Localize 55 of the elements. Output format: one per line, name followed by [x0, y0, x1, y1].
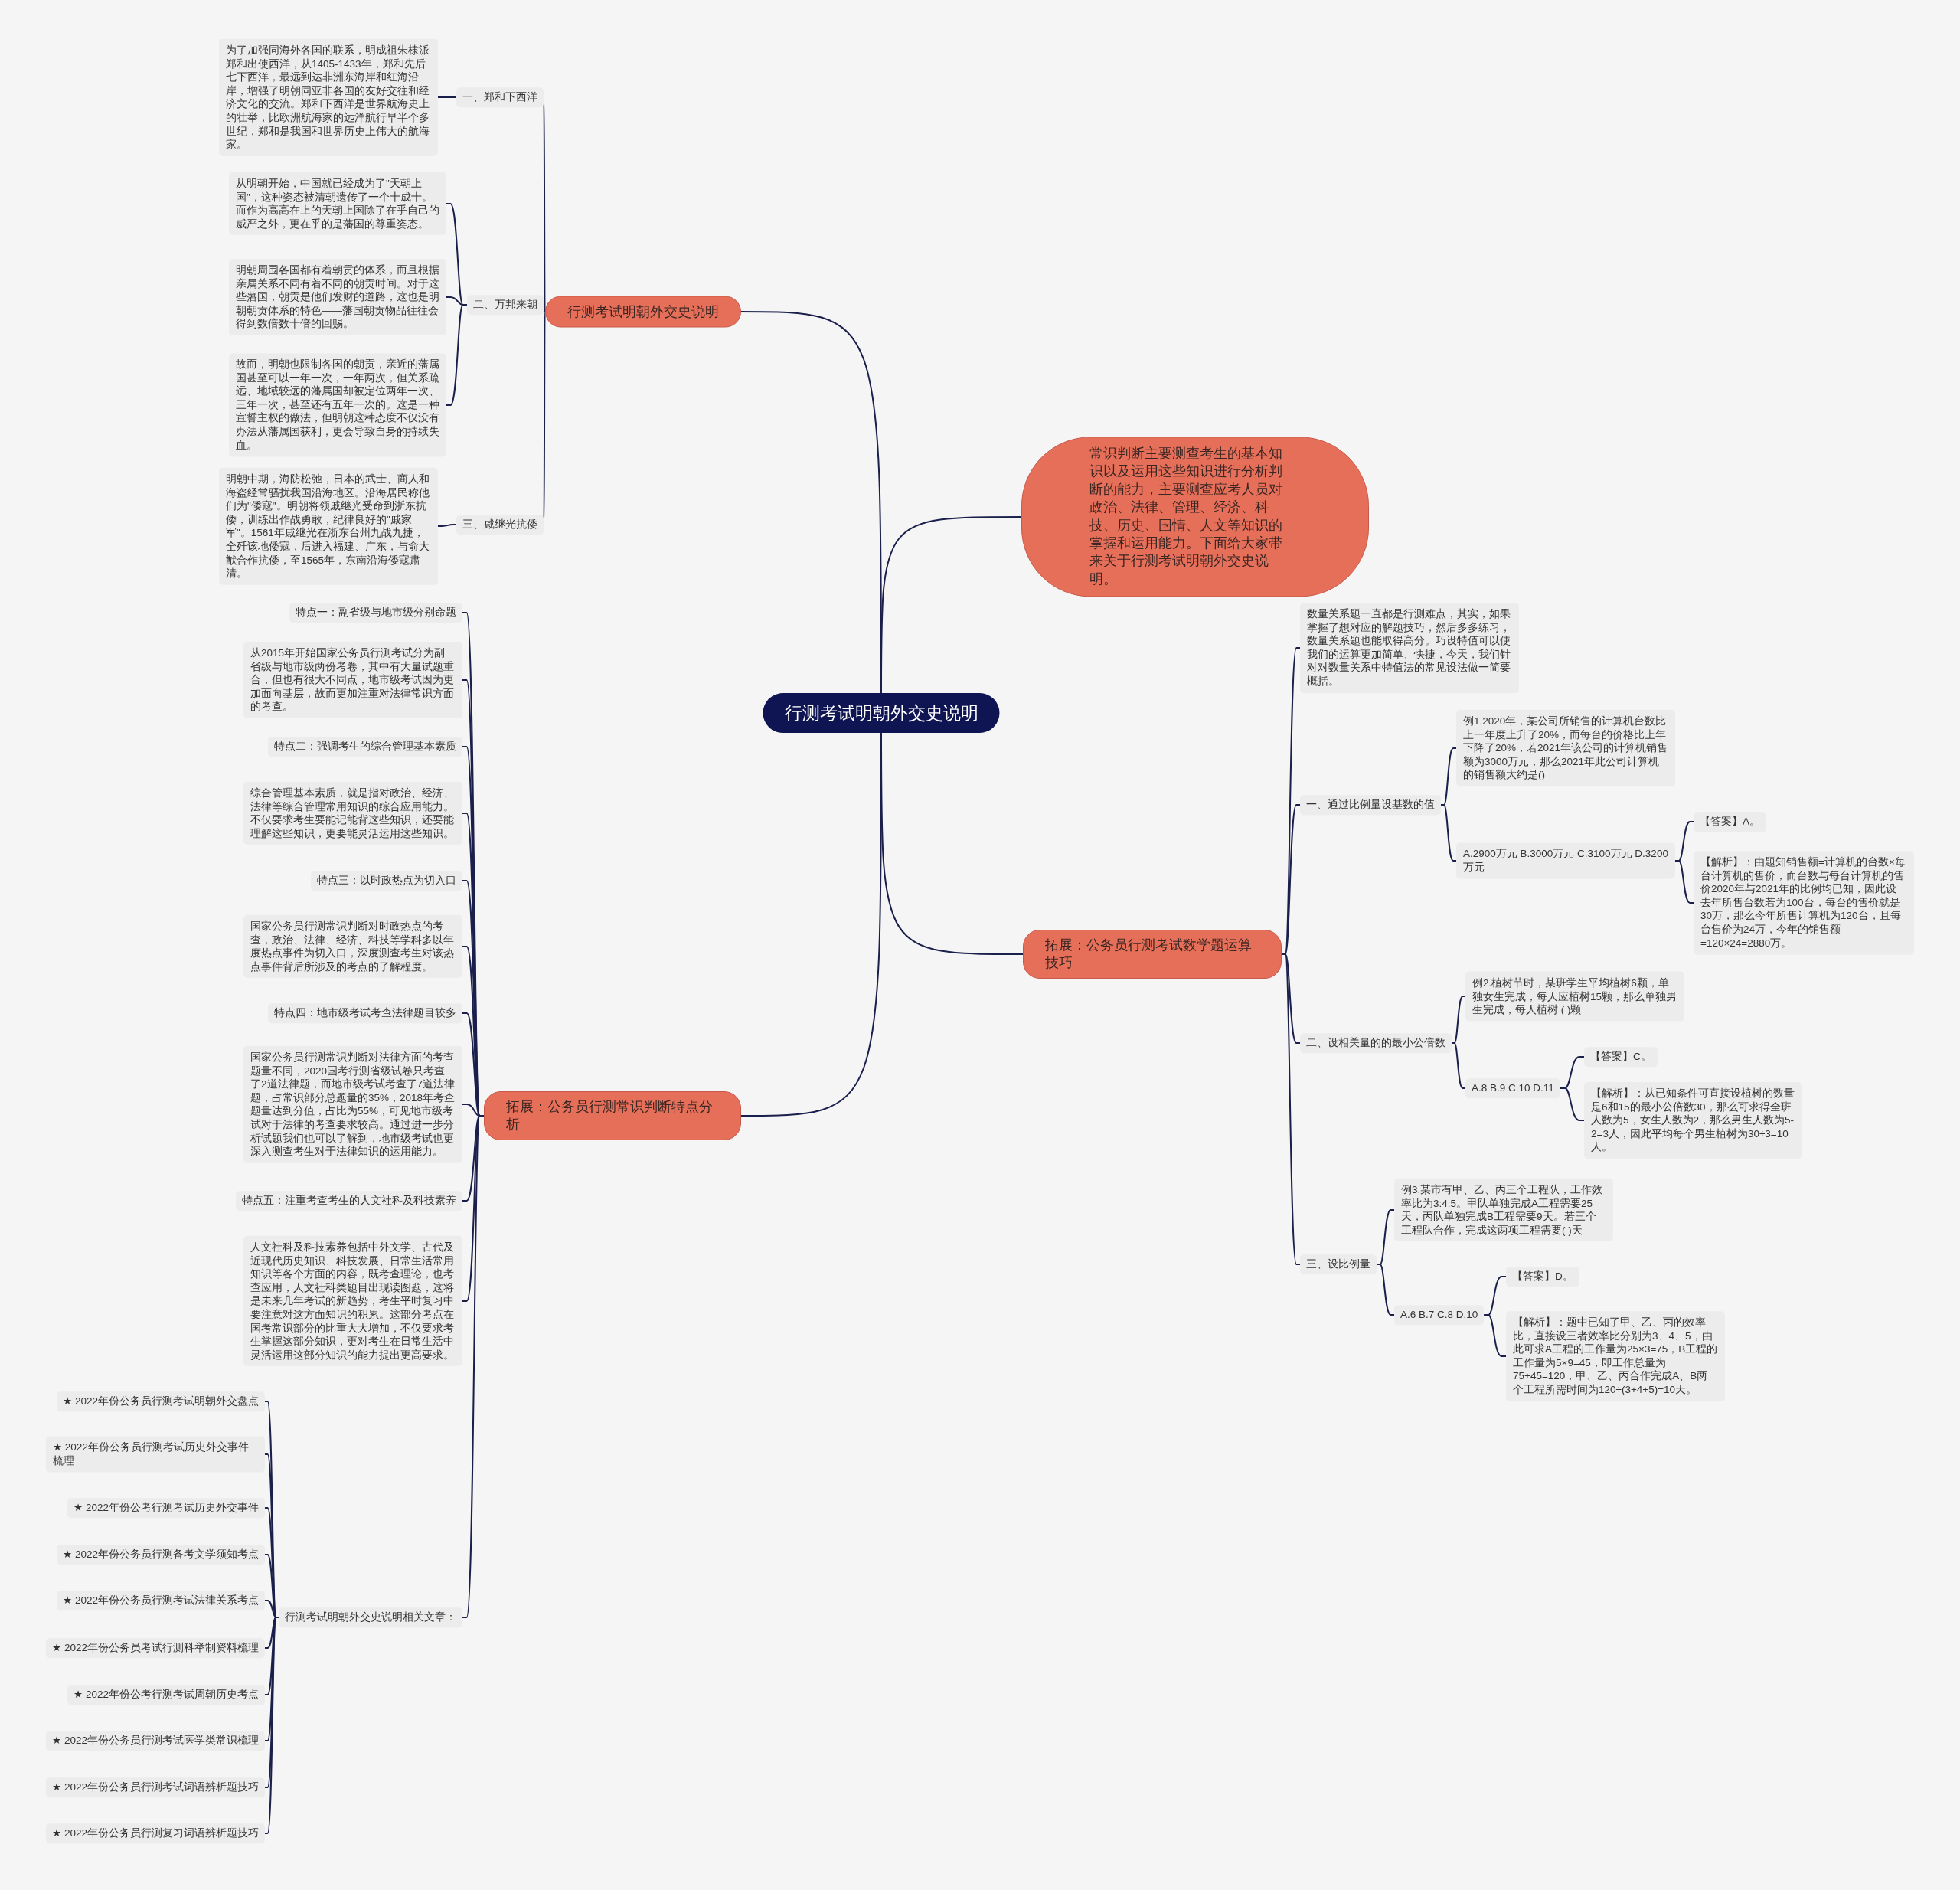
topic-label: ★ 2022年份公务员行测考试明朝外交盘点: [57, 1391, 265, 1411]
topic-label: 特点五：注重考查考生的人文社科及科技素养: [236, 1191, 462, 1211]
text-box: 国家公务员行测常识判断对法律方面的考查题量不同，2020国考行测省级试卷只考查了2道法律题，而地市级考试考查了7道法律题，占常识部分总题量的35%，2018年考查题量达到分值，占比为55%，可见地市级考试对于法律的考查要求较高。通过进一步分析试题我们也可以了解到，地市级考试也更深入测查考生对于法律知识的运用能力。: [243, 1045, 462, 1163]
text-box: 综合管理基本素质，就是指对政治、经济、法律等综合管理常用知识的综合应用能力。不仅要求考生要能记能背这些知识，还要能理解这些知识，更要能灵活运用这些知识。: [243, 781, 462, 845]
topic-label: ★ 2022年份公务员行测考试词语辨析题技巧: [46, 1777, 265, 1797]
topic-label: A.8 B.9 C.10 D.11: [1465, 1078, 1560, 1098]
text-box: A.2900万元 B.3000万元 C.3100万元 D.3200万元: [1456, 842, 1675, 879]
topic-label: ★ 2022年份公务员行测考试医学类常识梳理: [46, 1731, 265, 1751]
text-box: 国家公务员行测常识判断对时政热点的考查，政治、法律、经济、科技等学科多以年度热点事件为切入口，深度测查考生对该热点事件背后所涉及的考点的了解程度。: [243, 914, 462, 979]
text-box: ★ 2022年份公务员行测考试历史外交事件梳理: [46, 1436, 265, 1473]
text-box: 例1.2020年，某公司所销售的计算机台数比上一年度上升了20%，而每台的价格比上年下降了20%，若2021年该公司的计算机销售额为3000万元，那么2021年此公司计算机的销售额大约是(): [1456, 710, 1675, 786]
branch-box: 行测考试明朝外交史说明: [545, 296, 741, 328]
text-box: 故而，明朝也限制各国的朝贡，亲近的藩属国甚至可以一年一次，一年两次，但关系疏远、地域较远的藩属国却被定位两年一次、三年一次，甚至还有五年一次的。这是一种宣誓主权的做法，但明朝这种态度不仅没有办法从藩属国获利，更会导致自身的持续失血。: [229, 353, 446, 457]
text-box: 【解析】：由题知销售额=计算机的台数×每台计算机的售价，而台数与每台计算机的售价2020年与2021年的比例均已知，因此设去年所售台数若为100台，每台的售价就是30万，那么今年所售计算机为120台，且每台售价为24万，今年的销售额=120×24=2880万。: [1694, 851, 1914, 955]
central-topic-box: 行测考试明朝外交史说明: [763, 693, 1000, 733]
text-box: 人文社科及科技素养包括中外文学、古代及近现代历史知识、科技发展、日常生活常用知识等各个方面的内容，既考查理论，也考查应用，人文社科类题目出现读图题，这将是未来几年考试的新趋势，考生平时复习中要注意对这方面知识的积累。这部分考点在国考常识部分的比重大大增加，不仅要求考生掌握这部分知识，更对考生在日常生活中灵活运用这部分知识的能力提出更高要求。: [243, 1235, 462, 1367]
topic-label: 【答案】C。: [1584, 1047, 1658, 1067]
topic-label: 特点三：以时政热点为切入口: [311, 871, 462, 891]
topic-label: A.6 B.7 C.8 D.10: [1394, 1305, 1485, 1325]
topic-label: ★ 2022年份公务员考试行测科举制资料梳理: [46, 1638, 265, 1658]
connector-line: [437, 524, 457, 527]
text-box: 例3.某市有甲、乙、丙三个工程队，工作效率比为3:4:5。甲队单独完成A工程需要25天，丙队单独完成B工程需要9天。若三个工程队合作，完成这两项工程需要( )天: [1394, 1178, 1613, 1242]
topic-label: 一、通过比例量设基数的值: [1300, 795, 1441, 815]
topic-label: 三、戚继光抗倭: [456, 515, 544, 535]
topic-label: 【答案】A。: [1694, 812, 1766, 832]
topic-label: 行测考试明朝外交史说明相关文章：: [279, 1607, 462, 1627]
topic-label: ★ 2022年份公务员行测考试法律关系考点: [57, 1591, 265, 1610]
text-box: 明朝中期，海防松弛，日本的武士、商人和海盗经常骚扰我国沿海地区。沿海居民称他们为"倭寇"。明朝将领戚继光受命到浙东抗倭，训练出作战勇敢，纪律良好的"戚家军"。1561年戚继光在浙东台州九战九捷，全歼该地倭寇，后进入福建、广东，与俞大猷合作抗倭，至1565年，东南沿海倭寇肃清。: [219, 467, 438, 585]
topic-label: 特点二：强调考生的综合管理基本素质: [268, 737, 462, 757]
topic-label: ★ 2022年份公考行测考试周朝历史考点: [67, 1685, 265, 1705]
topic-label: ★ 2022年份公务员行测复习词语辨析题技巧: [46, 1823, 265, 1843]
text-box: 明朝周围各国都有着朝贡的体系，而且根据亲属关系不同有着不同的朝贡时间。对于这些藩国，朝贡是他们发财的道路，这也是明朝朝贡体系的特色——藩国朝贡物品往往会得到数倍数十倍的回赐。: [229, 259, 446, 335]
topic-label: ★ 2022年份公考行测考试历史外交事件: [67, 1498, 265, 1518]
branch-box: 拓展：公务员行测考试数学题运算技巧: [1023, 930, 1282, 979]
text-box: 【解析】：从已知条件可直接设植树的数量是6和15的最小公倍数30，那么可求得全班人数为5，女生人数为2，那么男生人数为5-2=3人，因此平均每个男生植树为30÷3=10人。: [1584, 1082, 1802, 1159]
connector-line: [1483, 1314, 1507, 1357]
topic-label: 一、郑和下西洋: [456, 87, 544, 107]
text-box: 为了加强同海外各国的联系，明成祖朱棣派郑和出使西洋，从1405-1433年，郑和先后七下西洋，最远到达非洲东海岸和红海沿岸，增强了明朝同亚非各国的友好交往和经济文化的交流。郑和下西洋是世界航海史上的壮举，比欧洲航海家的远洋航行早半个多世纪，郑和是我国和世界历史上伟大的航海家。: [219, 38, 438, 156]
text-box: 从2015年开始国家公务员行测考试分为副省级与地市级两份考卷，其中有大量试题重合，但也有很大不同点，地市级考试因为更加面向基层，故而更加注重对法律常识方面的考查。: [243, 642, 462, 718]
text-box: 数量关系题一直都是行测难点，其实，如果掌握了想对应的解题技巧，然后多多练习，数量关系题也能取得高分。巧设特值可以使我们的运算更加简单、快捷，今天，我们针对对数量关系中特值法的常见设法做一简要概括。: [1300, 603, 1519, 693]
topic-label: 【答案】D。: [1506, 1267, 1579, 1287]
branch-box: 拓展：公务员行测常识判断特点分析: [484, 1091, 741, 1140]
topic-label: ★ 2022年份公务员行测备考文学须知考点: [57, 1545, 265, 1565]
connector-line: [880, 516, 1022, 694]
topic-label: 特点一：副省级与地市级分别命题: [289, 603, 462, 623]
connector-line: [1559, 1087, 1585, 1121]
connector-line: [1674, 860, 1694, 904]
text-box: 【解析】：题中已知了甲、乙、丙的效率比，直接设三者效率比分别为3、4、5，由此可求A工程的工作量为25×3=75，B工程的工作量为5×9=45，即工作总量为75+45=120，甲、乙、丙合作完成A、B两个工程所需时间为120÷(3+4+5)=10天。: [1506, 1311, 1725, 1401]
topic-label: 二、设相关量的的最小公倍数: [1300, 1033, 1452, 1053]
text-box: 从明朝开始，中国就已经成为了"天朝上国"，这种姿态被清朝遗传了一个十成十。而作为高高在上的天朝上国除了在乎自己的威严之外，更在乎的是藩国的尊重姿态。: [229, 172, 446, 236]
text-box: 例2.植树节时，某班学生平均植树6颗，单独女生完成，每人应植树15颗，那么单独男生完成，每人植树 ( )颗: [1465, 971, 1684, 1022]
topic-label: 三、设比例量: [1300, 1254, 1377, 1274]
connector-line: [437, 96, 457, 98]
topic-label: 特点四：地市级考试考查法律题目较多: [268, 1003, 462, 1023]
topic-label: 二、万邦来朝: [467, 295, 544, 315]
